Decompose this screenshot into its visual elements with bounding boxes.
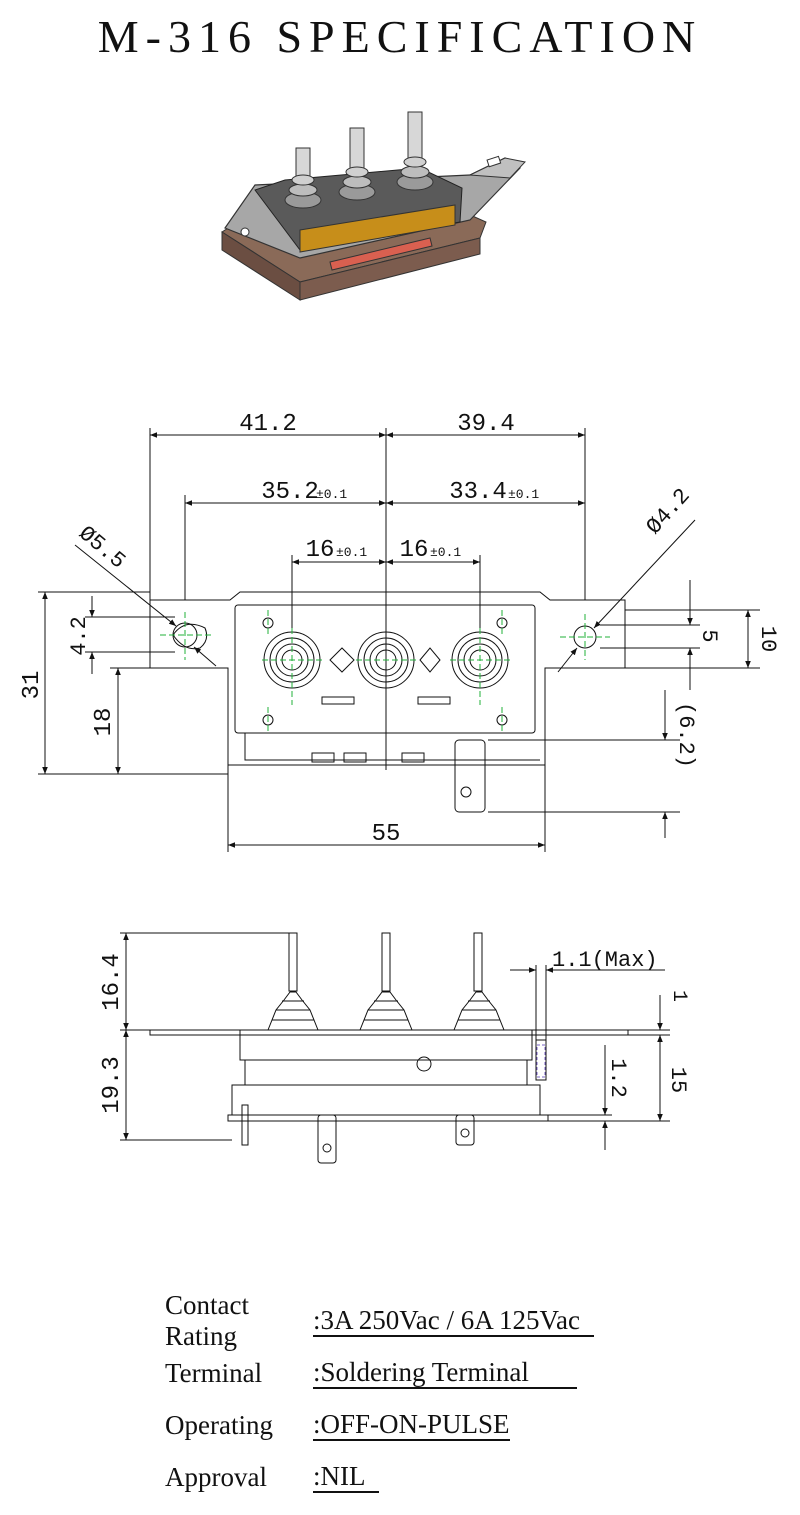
dim-4-2: 4.2 [67,616,92,656]
dim-41-2: 41.2 [239,411,297,438]
side-lever-middle-icon [359,932,413,1031]
top-view-drawing: 41.2 39.4 35.2 ±0.1 33.4 ±0.1 16 ±0.1 16… [19,411,780,852]
dim-5: 5 [696,629,721,642]
spec-label: Operating [165,1409,273,1440]
dim-16-4: 16.4 [99,953,126,1011]
dim-35-2: 35.2 [261,479,319,506]
spec-row-terminal: Terminal :Soldering Terminal [165,1347,725,1399]
dim-31: 31 [19,671,46,700]
spec-value: :3A 250Vac / 6A 125Vac [313,1305,594,1337]
dim-35-2-tolerance: ±0.1 [316,487,347,502]
dim-6-2: (6.2) [673,702,698,768]
dim-10: 10 [755,626,780,652]
lever-left-icon [284,147,322,209]
lever-right-icon [396,111,434,191]
dim-19-3: 19.3 [99,1056,126,1114]
spec-label: Contact Rating [165,1290,249,1351]
spec-table: Contact Rating :3A 250Vac / 6A 125Vac Te… [165,1290,725,1503]
lever-middle-icon [338,127,376,201]
side-lever-right-icon [453,932,505,1031]
spec-label: Approval [165,1461,267,1492]
dim-16-right-tolerance: ±0.1 [430,545,461,560]
dim-1-2: 1.2 [605,1058,630,1098]
dim-33-4-tolerance: ±0.1 [508,487,539,502]
dim-16-left: 16 [306,537,335,564]
dim-diameter-4-2: Ø4.2 [642,484,696,540]
dim-1: 1 [667,990,690,1002]
dim-33-4: 33.4 [449,479,507,506]
dim-16-right: 16 [400,537,429,564]
dim-16-left-tolerance: ±0.1 [336,545,367,560]
dim-15: 15 [665,1067,690,1093]
spec-value: :NIL [313,1461,380,1493]
dim-18: 18 [91,708,118,737]
page-title: M-316 SPECIFICATION [97,11,703,62]
side-view-drawing: 16.4 19.3 1.1(Max) 1 1.2 15 [99,932,690,1164]
spec-row-approval: Approval :NIL [165,1451,725,1503]
spec-label: Terminal [165,1357,263,1388]
dim-39-4: 39.4 [457,411,515,438]
spec-row-contact-rating: Contact Rating :3A 250Vac / 6A 125Vac [165,1290,725,1351]
dim-55: 55 [372,821,401,848]
dim-1-1-max: 1.1(Max) [552,948,658,973]
spec-row-operating: Operating :OFF-ON-PULSE [165,1399,725,1451]
spec-value: :Soldering Terminal [313,1357,577,1389]
side-lever-left-icon [267,932,319,1031]
product-illustration [221,111,526,301]
spec-value: :OFF-ON-PULSE [313,1409,510,1441]
